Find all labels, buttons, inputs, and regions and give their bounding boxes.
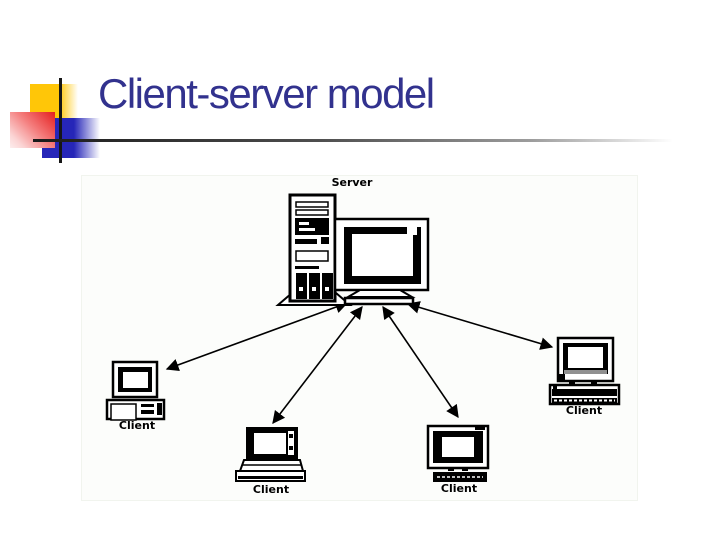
server-vent — [296, 273, 307, 299]
accent-vertical-line — [59, 78, 62, 163]
server-monitor-notch — [407, 227, 417, 235]
laptop-side-slot — [288, 431, 294, 455]
client-left-slot — [141, 404, 154, 407]
client-label-left: Client — [118, 419, 156, 432]
server-keyboard — [343, 296, 415, 306]
laptop-slot-mark — [289, 434, 293, 438]
laptop-screen — [254, 433, 286, 454]
client-right-screen — [568, 347, 603, 368]
server-drive-slot — [295, 250, 329, 262]
server-drive-bay — [295, 218, 329, 235]
server-vent-mark — [312, 287, 316, 291]
client-label-right: Client — [565, 404, 603, 417]
server-bay-detail — [299, 222, 309, 225]
client-right-stripe — [564, 370, 607, 374]
server-vent-mark — [325, 287, 329, 291]
server-label: Server — [331, 176, 373, 189]
client-left-screen — [123, 372, 148, 388]
server-bay-detail — [295, 239, 317, 244]
title-underline — [33, 139, 673, 142]
accent-square-red — [10, 112, 55, 148]
client-right-case-stripe — [552, 389, 617, 396]
client-server-diagram: Server Client Client Client Client — [81, 175, 638, 501]
laptop-slot-mark — [289, 446, 293, 450]
slide-title: Client-server model — [98, 70, 435, 117]
client-br-screen — [442, 437, 474, 457]
client-right-foot — [591, 381, 597, 385]
server-monitor-stand — [344, 289, 416, 298]
laptop-base-stripe — [238, 476, 303, 479]
server-vent-mark — [299, 287, 303, 291]
arrow-server-to-client-bottom-right — [382, 305, 459, 419]
server-computer — [275, 193, 430, 306]
client-right-case-mark — [553, 386, 557, 389]
arrow-server-to-client-laptop — [272, 305, 363, 425]
arrow-server-to-client-left — [165, 300, 349, 372]
server-bay-detail — [295, 266, 319, 269]
client-left-slot — [141, 410, 154, 414]
server-monitor-screen — [352, 234, 413, 276]
client-laptop-computer — [235, 427, 306, 482]
server-drive-slot — [295, 209, 329, 216]
client-left-button — [157, 403, 162, 415]
server-drive-slot — [295, 201, 329, 208]
server-vent — [309, 273, 320, 299]
client-br-nub — [475, 425, 485, 430]
client-right-corner-mark — [559, 374, 565, 380]
client-right-foot — [569, 381, 575, 385]
client-bottom-right-computer — [426, 424, 490, 482]
server-power-button — [321, 237, 329, 244]
client-right-computer — [548, 336, 621, 406]
client-label-bottom-right: Client — [440, 482, 478, 495]
client-label-laptop: Client — [252, 483, 290, 496]
connection-arrows — [165, 300, 554, 425]
client-left-computer — [105, 360, 166, 421]
server-vent — [322, 273, 333, 299]
arrow-server-to-client-right — [406, 301, 554, 350]
server-bay-detail — [299, 228, 315, 231]
diagram-canvas — [105, 193, 621, 482]
client-br-stand-mark — [462, 468, 468, 471]
client-left-floppy-bay — [110, 403, 137, 421]
client-br-stand-mark — [448, 468, 454, 471]
